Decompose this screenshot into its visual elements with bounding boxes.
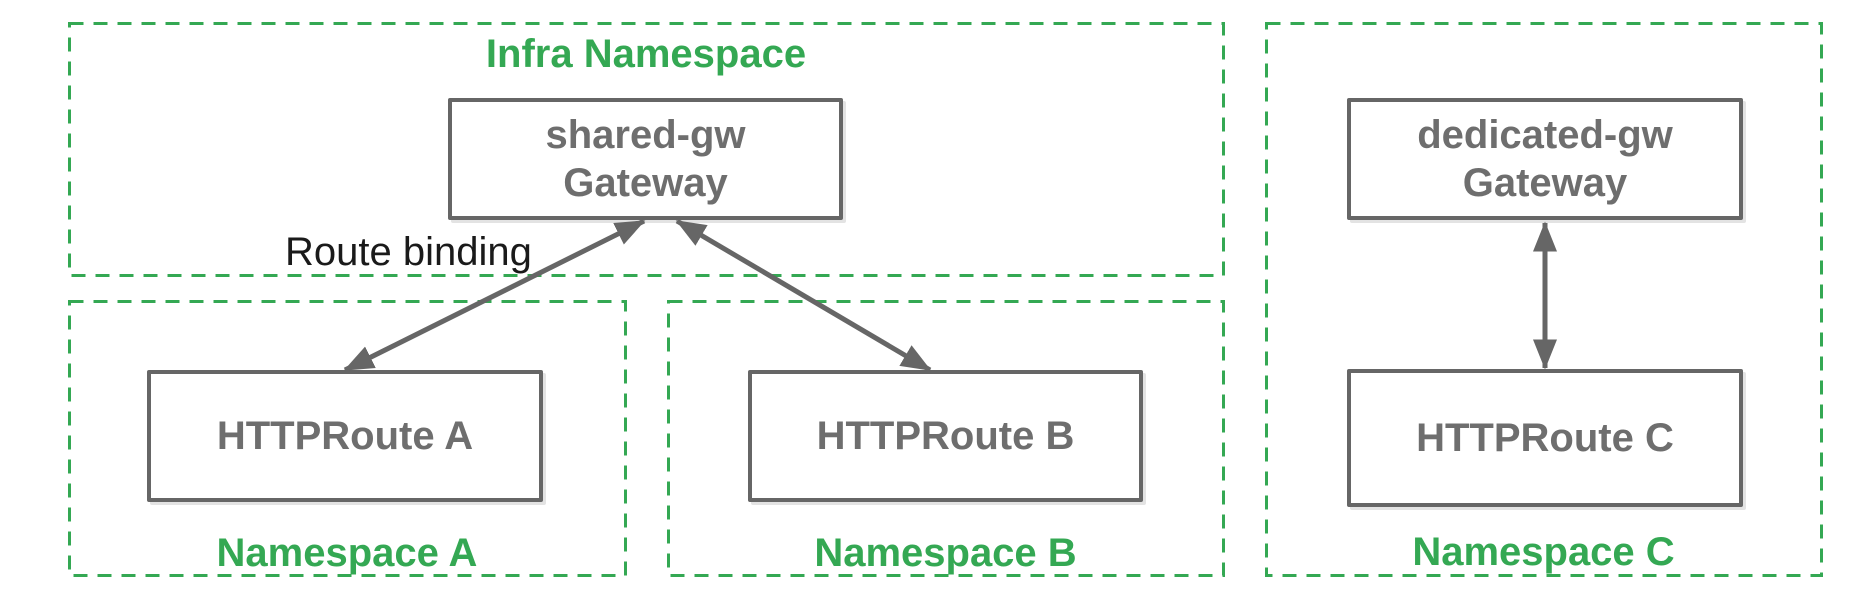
dedicated-gw-kind: Gateway: [1462, 161, 1628, 205]
httproute-a-node: HTTPRoute A: [147, 370, 543, 502]
dedicated-gw-name: dedicated-gw: [1417, 113, 1673, 157]
namespace-b-label: Namespace B: [814, 531, 1077, 575]
dedicated-gw-gateway-node: dedicated-gw Gateway: [1347, 98, 1743, 220]
httproute-b-label: HTTPRoute B: [816, 414, 1075, 458]
namespace-c-label: Namespace C: [1412, 530, 1675, 574]
httproute-c-label: HTTPRoute C: [1416, 416, 1674, 460]
httproute-c-node: HTTPRoute C: [1347, 369, 1743, 507]
shared-gw-name: shared-gw: [545, 113, 746, 157]
shared-gw-kind: Gateway: [563, 161, 728, 205]
httproute-b-node: HTTPRoute B: [748, 370, 1143, 502]
route-binding-annotation: Route binding: [285, 230, 532, 274]
infra-namespace-label: Infra Namespace: [485, 32, 807, 76]
namespace-a-label: Namespace A: [216, 531, 478, 575]
shared-gw-gateway-node: shared-gw Gateway: [448, 98, 843, 220]
edge-httproute-b--shared-gw-gateway: [675, 218, 932, 373]
httproute-a-label: HTTPRoute A: [216, 414, 474, 458]
